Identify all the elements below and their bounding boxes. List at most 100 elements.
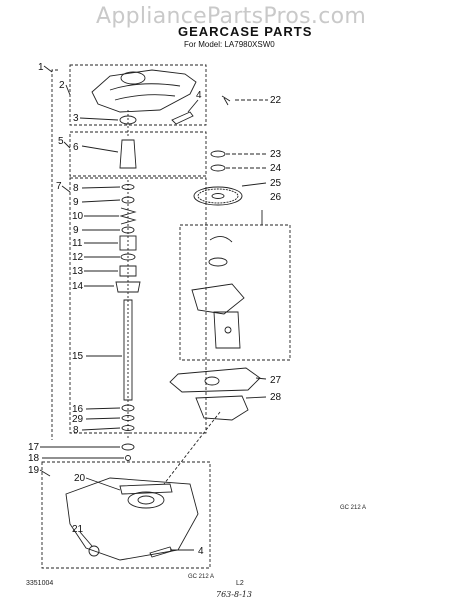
callout-3: 3 bbox=[73, 113, 79, 124]
leader-29 bbox=[85, 417, 121, 420]
callout-29: 29 bbox=[72, 414, 84, 425]
leader-16 bbox=[85, 407, 121, 410]
leader-1 bbox=[43, 65, 53, 73]
assembly-1-bracket bbox=[51, 69, 58, 440]
callout-21: 21 bbox=[72, 524, 84, 535]
part-6-pinion bbox=[119, 139, 137, 169]
leader-27 bbox=[255, 377, 267, 380]
part-26-clip bbox=[209, 236, 233, 243]
callout-9a: 9 bbox=[73, 197, 79, 208]
callout-8a: 8 bbox=[73, 183, 79, 194]
page-number: L2 bbox=[236, 580, 244, 587]
part-28-bracket bbox=[195, 395, 249, 421]
part-26-pivot bbox=[224, 326, 232, 334]
leader-28 bbox=[245, 396, 267, 399]
leader-2 bbox=[65, 84, 71, 96]
leader-5 bbox=[63, 141, 71, 149]
side-code: GC 212 A bbox=[340, 505, 367, 511]
leader-6 bbox=[81, 145, 119, 153]
part-9b-washer bbox=[121, 226, 135, 234]
part-4b-pin bbox=[149, 546, 173, 558]
part-10-spring bbox=[119, 207, 137, 225]
part-26-lever bbox=[213, 311, 241, 349]
callout-13: 13 bbox=[72, 266, 84, 277]
leader-7 bbox=[61, 185, 71, 193]
part-16-bushing bbox=[121, 404, 135, 412]
callout-27: 27 bbox=[270, 375, 282, 386]
callout-8b: 8 bbox=[73, 425, 79, 436]
callout-17: 17 bbox=[28, 442, 40, 453]
part-19-gearcase bbox=[65, 477, 199, 561]
callout-26: 26 bbox=[270, 192, 282, 203]
transfer-line bbox=[163, 411, 221, 485]
part-12-ring bbox=[120, 253, 136, 261]
part-25-hub bbox=[211, 193, 225, 199]
part-26-bushing bbox=[208, 257, 228, 267]
part-17-seal bbox=[121, 443, 135, 451]
part-15-agitator-shaft bbox=[123, 299, 133, 401]
part-26-arm bbox=[191, 283, 245, 315]
callout-14: 14 bbox=[72, 281, 84, 292]
callout-18: 18 bbox=[28, 453, 40, 464]
base-bore-inner bbox=[137, 495, 155, 505]
part-14-dog bbox=[115, 281, 141, 293]
callout-9b: 9 bbox=[73, 225, 79, 236]
callout-2: 2 bbox=[59, 80, 65, 91]
leader-19 bbox=[39, 469, 51, 477]
part-18-ball bbox=[125, 455, 131, 461]
bottom-code: GC 212 A bbox=[188, 574, 215, 580]
part-21-nut bbox=[88, 545, 100, 557]
part-24-washer bbox=[210, 164, 226, 172]
part-25-gear-teeth bbox=[197, 188, 239, 204]
callout-19: 19 bbox=[28, 465, 40, 476]
leader-20 bbox=[85, 477, 121, 491]
part-4-pin bbox=[171, 111, 194, 125]
callout-25: 25 bbox=[270, 178, 282, 189]
part-27-plate bbox=[169, 367, 261, 393]
callout-7: 7 bbox=[56, 181, 62, 192]
callout-15: 15 bbox=[72, 351, 84, 362]
callout-5: 5 bbox=[58, 136, 64, 147]
model-line: For Model: LA7980XSW0 bbox=[184, 40, 275, 49]
leader-4a bbox=[187, 99, 199, 113]
callout-12: 12 bbox=[72, 252, 84, 263]
callout-24: 24 bbox=[270, 163, 282, 174]
cover-rib-2 bbox=[114, 94, 176, 101]
base-bore bbox=[127, 491, 165, 509]
callout-4a: 4 bbox=[196, 90, 202, 101]
part-20-gear bbox=[119, 483, 173, 495]
part-9a-washer bbox=[121, 196, 135, 204]
part-27-hole bbox=[204, 376, 220, 386]
box-gearcase-base bbox=[41, 461, 211, 569]
part-8a-washer bbox=[121, 184, 135, 190]
part-23-ring bbox=[210, 150, 226, 158]
callout-1: 1 bbox=[38, 62, 44, 73]
page-title: GEARCASE PARTS bbox=[178, 24, 313, 39]
leader-21 bbox=[79, 531, 93, 547]
cover-rib bbox=[109, 83, 181, 91]
callout-11: 11 bbox=[72, 238, 83, 249]
part-number: 3351004 bbox=[26, 580, 54, 587]
callout-23: 23 bbox=[270, 149, 282, 160]
handwritten-note: 763-8-13 bbox=[216, 590, 252, 599]
part-22-screw bbox=[221, 95, 231, 106]
gearcase-cover bbox=[91, 69, 197, 113]
box-shaft bbox=[69, 177, 207, 434]
leader-8a bbox=[81, 186, 121, 189]
callout-16: 16 bbox=[72, 404, 84, 415]
leader-8b bbox=[81, 427, 121, 431]
watermark: AppliancePartsPros.com bbox=[96, 4, 367, 29]
part-13-cam bbox=[119, 265, 137, 277]
leader-3 bbox=[79, 117, 119, 121]
box-pinion bbox=[69, 131, 207, 177]
part-25-drive-gear bbox=[193, 186, 243, 206]
callout-28: 28 bbox=[270, 392, 282, 403]
callout-4b: 4 bbox=[198, 546, 204, 557]
callout-10: 10 bbox=[72, 211, 84, 222]
callout-6: 6 bbox=[73, 142, 79, 153]
part-11-gear bbox=[119, 235, 137, 251]
leader-25 bbox=[241, 182, 267, 187]
cover-hub bbox=[120, 71, 146, 85]
part-8b-washer bbox=[121, 425, 135, 431]
